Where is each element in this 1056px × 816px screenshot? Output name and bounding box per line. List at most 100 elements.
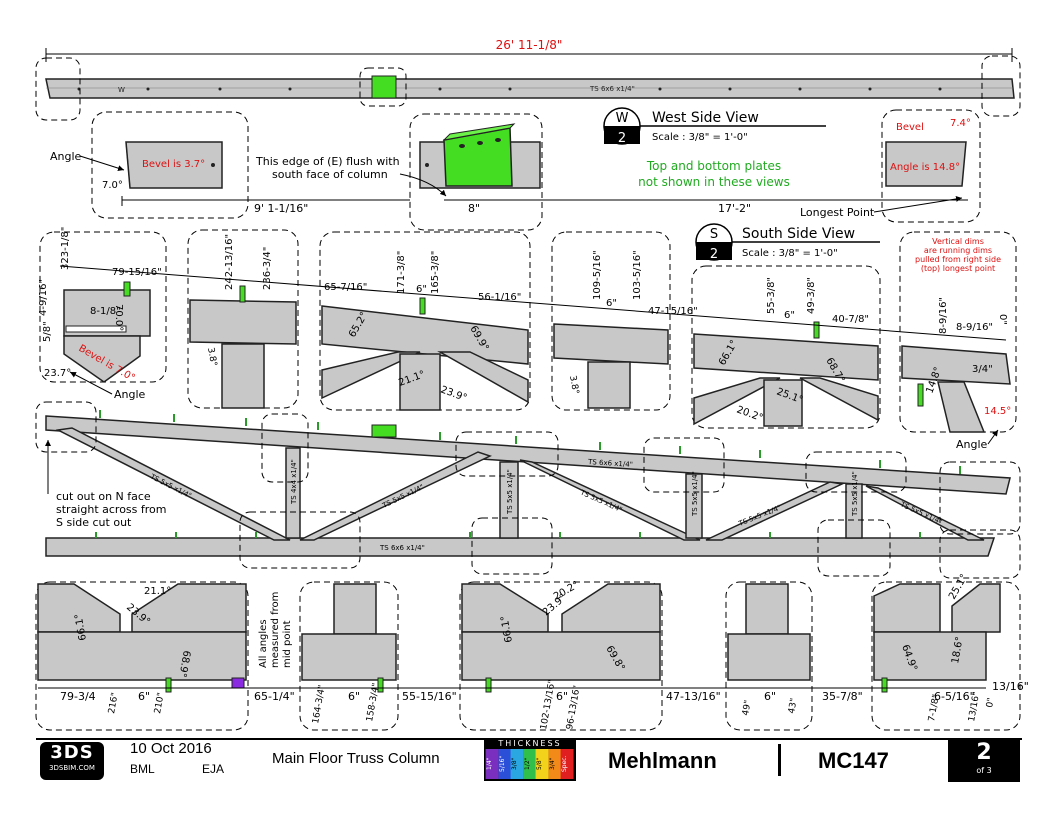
west-bevel-right-val: 7.4°: [950, 118, 971, 129]
west-view-heading: West Side View: [652, 110, 759, 126]
thickness-label: THICKNESS: [498, 739, 562, 748]
svg-text:8-1/8": 8-1/8": [90, 306, 121, 317]
dim-9ft: 9' 1-1/16": [254, 202, 308, 215]
bottom-dimension-string: 79-3/4 6" 65-1/4" 6" 55-15/16" 6" 47-13/…: [38, 680, 1029, 703]
sheet-number: 2 of 3: [948, 740, 1020, 782]
cut-note-1: cut out on N face: [56, 490, 151, 503]
svg-text:55-3/8": 55-3/8": [766, 277, 777, 314]
flush-note-1: This edge of (E) flush with: [255, 155, 400, 168]
west-detail-left: Bevel is 3.7° 7.0°: [91, 111, 410, 219]
dim-8in: 8": [468, 202, 480, 215]
svg-text:20.2°: 20.2°: [735, 404, 764, 424]
svg-text:4-9/16": 4-9/16": [38, 279, 49, 316]
west-bevel-right-label: Bevel: [896, 122, 924, 133]
svg-text:35-7/8": 35-7/8": [822, 690, 863, 703]
svg-text:103-5/16": 103-5/16": [632, 250, 643, 300]
south-detail-2: 242-13/16" 236-3/4" 3.8°: [189, 234, 297, 409]
svg-text:68.9°: 68.9°: [176, 649, 192, 678]
svg-text:TS 6x6 x1/4": TS 6x6 x1/4": [587, 458, 633, 469]
svg-text:66.1°: 66.1°: [73, 613, 89, 642]
svg-text:171-3/8": 171-3/8": [396, 251, 407, 294]
svg-text:TS 5x5 x1/4": TS 5x5 x1/4": [898, 500, 943, 526]
sheet-num: 2: [976, 740, 992, 765]
west-badge-num: 2: [618, 131, 626, 146]
svg-text:65-7/16": 65-7/16": [324, 282, 367, 293]
svg-text:47-13/16": 47-13/16": [666, 690, 721, 703]
svg-text:TS 5x5 x1/4": TS 5x5 x1/4": [737, 504, 783, 529]
svg-text:0": 0": [997, 314, 1008, 325]
bottom-detail-4: 49" 43": [727, 583, 811, 717]
svg-text:Vertical dims: Vertical dims: [932, 237, 984, 246]
svg-text:3.8°: 3.8°: [567, 375, 580, 395]
thickness-swatch: 5/8": [536, 749, 549, 779]
svg-text:164-3/4": 164-3/4": [311, 684, 328, 724]
west-view-title: W 2 West Side View Scale : 3/8" = 1'-0": [603, 107, 826, 146]
job-number: MC147: [818, 748, 889, 773]
flush-note-2: south face of column: [272, 168, 388, 181]
svg-text:165-3/8": 165-3/8": [430, 251, 441, 294]
main-truss: TS 6x6 x1/4" TS 6x6 x1/4" TS 5x5 x1/4" T…: [45, 410, 1011, 557]
svg-text:6": 6": [138, 690, 150, 703]
top-beam-mark: W: [118, 86, 125, 94]
south-view-scale: Scale : 3/8" = 1'-0": [742, 248, 838, 259]
west-angle-right: Angle is 14.8°: [890, 162, 960, 173]
svg-text:56-1/16": 56-1/16": [478, 292, 521, 303]
svg-text:40-7/8": 40-7/8": [832, 314, 869, 325]
south-detail-3: 65-7/16" 171-3/8" 6" 165-3/8" 56-1/16" 6…: [321, 251, 529, 411]
svg-text:3.8°: 3.8°: [205, 347, 218, 367]
svg-text:49": 49": [741, 699, 754, 716]
svg-text:TS 5x5 x1/4": TS 5x5 x1/4": [691, 471, 699, 517]
company-logo: 3DS 3DSBIM.COM: [40, 742, 104, 780]
svg-text:65-1/4": 65-1/4": [254, 690, 295, 703]
cut-note-3: S side cut out: [56, 516, 132, 529]
all-angles-2: measured from: [270, 592, 281, 668]
svg-text:14.5°: 14.5°: [984, 406, 1011, 417]
svg-text:102-13/16": 102-13/16": [539, 679, 558, 730]
dim-17ft: 17'-2": [718, 202, 751, 215]
svg-text:7-1/8": 7-1/8": [927, 694, 942, 723]
svg-text:18.6°: 18.6°: [950, 636, 966, 665]
thickness-swatch: Spec.: [561, 749, 575, 779]
west-bevel-left: Bevel is 3.7°: [142, 159, 205, 170]
svg-text:49-3/8": 49-3/8": [806, 277, 817, 314]
svg-text:323-1/8": 323-1/8": [60, 227, 71, 270]
svg-text:are running dims: are running dims: [924, 246, 992, 255]
svg-text:216": 216": [107, 692, 121, 715]
drawing-description: Main Floor Truss Column: [272, 750, 440, 767]
overall-dim-text: 26' 11-1/8": [496, 38, 563, 52]
svg-text:13/16": 13/16": [992, 680, 1029, 693]
svg-text:8-9/16": 8-9/16": [956, 322, 993, 333]
west-badge-letter: W: [616, 111, 629, 126]
west-view-scale: Scale : 3/8" = 1'-0": [652, 132, 748, 143]
thickness-swatch: 3/8": [511, 749, 524, 779]
all-angles-3: mid point: [282, 620, 293, 668]
logo-text: 3DS: [50, 742, 94, 763]
client-name: Mehlmann: [608, 748, 717, 773]
divider: [778, 744, 781, 776]
logo-url: 3DSBIM.COM: [49, 764, 95, 772]
svg-text:47-15/16": 47-15/16": [648, 306, 698, 317]
svg-text:TS 5x5 x1/4": TS 5x5 x1/4": [506, 469, 514, 515]
south-view-heading: South Side View: [742, 226, 855, 242]
south-detail-1: 323-1/8" 4-9/16" 79-15/16" 8-1/8" 70.0° …: [38, 227, 162, 401]
svg-text:6": 6": [764, 690, 776, 703]
svg-text:0": 0": [985, 697, 997, 708]
svg-text:3/4": 3/4": [972, 364, 993, 375]
thickness-swatch: 1/2": [523, 749, 537, 779]
svg-text:21.1°: 21.1°: [144, 586, 171, 597]
svg-text:TS 6x6 x1/4": TS 6x6 x1/4": [379, 544, 425, 552]
svg-text:TS 5x5 x1/4": TS 5x5 x1/4": [851, 471, 859, 517]
west-detail-column: [409, 113, 543, 231]
green-note-2: not shown in these views: [638, 175, 790, 189]
all-angles-1: All angles: [258, 619, 269, 668]
thickness-swatch: 1/4": [486, 749, 499, 779]
svg-text:5/8": 5/8": [42, 321, 53, 342]
west-angle-7: 7.0°: [102, 180, 123, 191]
svg-text:23.7°: 23.7°: [44, 368, 71, 379]
svg-text:79-3/4: 79-3/4: [60, 690, 96, 703]
svg-text:6": 6": [784, 310, 795, 321]
south-badge-num: 2: [710, 247, 718, 262]
svg-text:210": 210": [153, 692, 167, 715]
drawn-by: BML: [130, 762, 155, 776]
